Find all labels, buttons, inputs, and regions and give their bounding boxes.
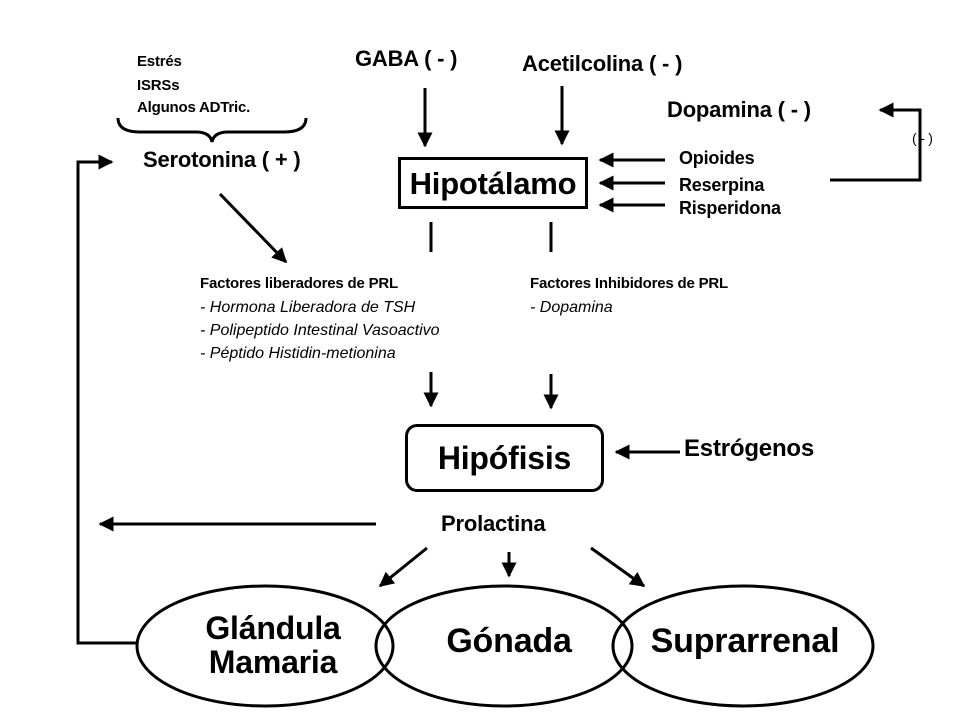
gonad-label: Gónada [446,622,572,660]
prolactin-label: Prolactina [441,511,546,536]
releasing-factors-title: Factores liberadores de PRL [200,275,399,292]
gaba-label: GABA ( - ) [355,46,458,71]
releasing-factor-phm: - Péptido Histidin-metionina [200,345,396,362]
adrenal-ellipse [611,584,875,708]
mammary-gland-ellipse [135,584,395,708]
acetylcholine-label: Acetilcolina ( - ) [522,51,683,76]
reserpine-label: Reserpina [679,175,765,195]
hypothalamus-box: Hipotálamo [398,157,588,209]
inhibiting-factors-title: Factores Inhibidores de PRL [530,275,728,292]
pituitary-box: Hipófisis [405,424,604,492]
stress-label: Estrés [137,53,182,70]
serotonin-label: Serotonina ( + ) [143,147,301,172]
tricyclics-label: Algunos ADTric. [137,99,251,116]
ssris-label: ISRSs [137,77,180,94]
prolactin-to-mammary-arrow [378,546,428,588]
releasing-factor-trh: - Hormona Liberadora de TSH [200,299,416,316]
mammary-gland-label-line1: Glándula [205,610,341,646]
risperidone-label: Risperidona [679,198,781,218]
gonad-ellipse [374,584,634,708]
inhibiting-factor-dopamine: - Dopamina [530,299,613,316]
serotonin-arrow [218,192,288,264]
mammary-feedback-line [76,154,137,645]
releasing-factor-vip: - Polipeptido Intestinal Vasoactivo [200,322,440,339]
prolactin-to-adrenal-arrow [590,546,646,588]
mammary-gland-label-line2: Mamaria [208,644,338,680]
dopamine-feedback-line [830,102,922,182]
hypothalamus-label: Hipotálamo [409,165,577,201]
adrenal-label: Suprarrenal [650,622,840,660]
pituitary-label: Hipófisis [437,440,572,476]
stimuli-brace [116,117,308,143]
estrogens-label: Estrógenos [684,435,815,462]
dopamine-label: Dopamina ( - ) [667,97,811,122]
feedback-sign-label: ( - ) [912,130,933,146]
opioids-label: Opioides [679,148,755,168]
